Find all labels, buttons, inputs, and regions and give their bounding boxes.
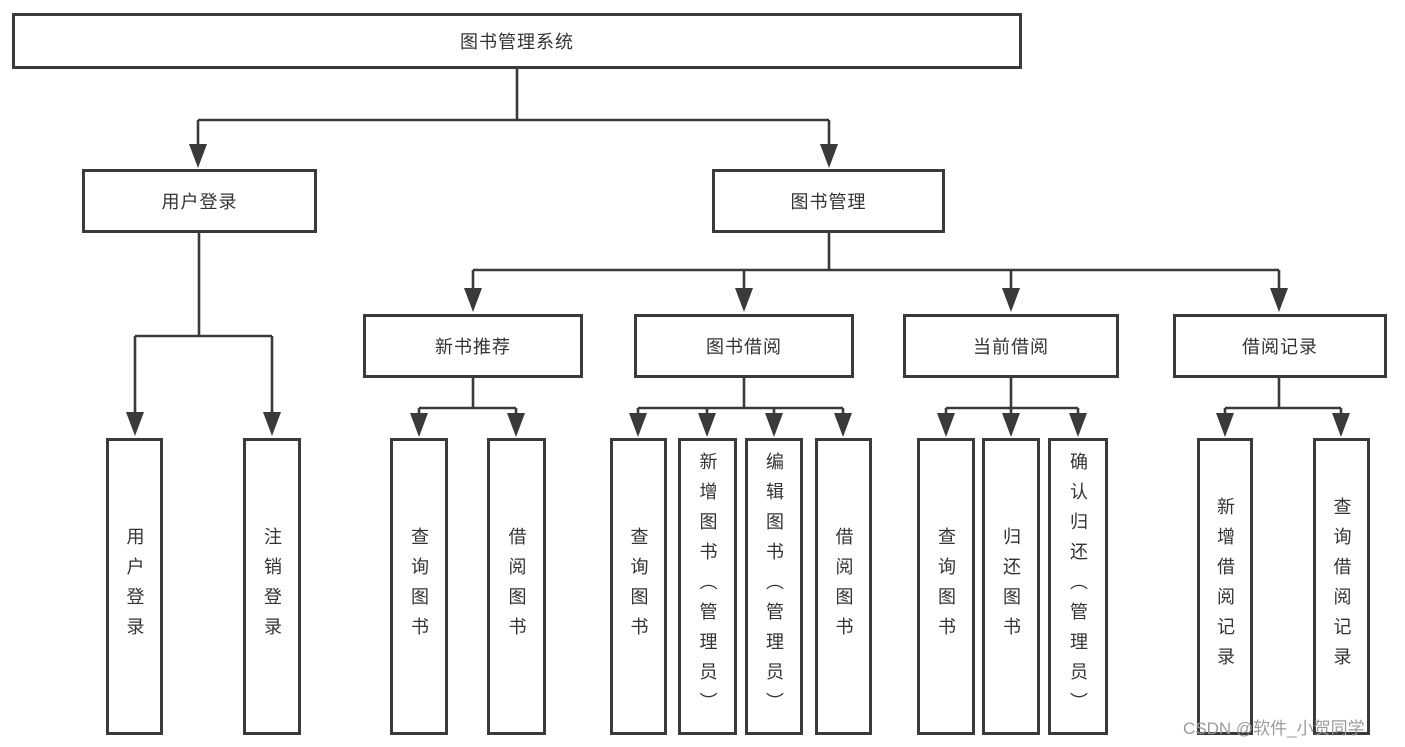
node-label: 图书管理 — [790, 192, 867, 212]
csdn-watermark: CSDN @软件_小贺同学 — [1183, 719, 1365, 738]
node-leaf-logout: 注销登录 — [243, 438, 301, 735]
connector-book-borrowing-to-leaves — [629, 378, 852, 437]
node-label: 新书推荐 — [435, 337, 511, 357]
node-label: 编辑图书（管理员） — [764, 451, 784, 722]
node-borrowing-records: 借阅记录 — [1173, 314, 1387, 378]
node-label: 查询图书 — [936, 526, 956, 647]
node-user-login: 用户登录 — [82, 169, 317, 233]
node-book-borrowing: 图书借阅 — [634, 314, 854, 378]
node-leaf-query-borrow-record: 查询借阅记录 — [1313, 438, 1370, 735]
node-label: 查询图书 — [409, 526, 429, 647]
node-label: 当前借阅 — [973, 337, 1049, 357]
node-leaf-confirm-return-admin: 确认归还（管理员） — [1048, 438, 1108, 735]
node-label: 用户登录 — [124, 526, 145, 647]
node-new-book-recommend: 新书推荐 — [363, 314, 583, 378]
node-label: 借阅记录 — [1242, 337, 1318, 357]
node-book-management: 图书管理 — [712, 169, 945, 233]
node-label: 新增借阅记录 — [1215, 496, 1235, 677]
connector-current-borrowing-to-leaves — [937, 378, 1087, 437]
node-label: 注销登录 — [262, 526, 282, 647]
node-label: 确认归还（管理员） — [1068, 451, 1088, 722]
node-label: 借阅图书 — [506, 526, 527, 647]
node-library-management-system: 图书管理系统 — [12, 13, 1022, 69]
connector-root-to-level2 — [189, 69, 838, 168]
node-label: 借阅图书 — [833, 526, 854, 647]
node-label: 新增图书（管理员） — [697, 451, 718, 722]
connector-new-book-to-leaves — [410, 378, 525, 437]
node-leaf-query-book-current: 查询图书 — [917, 438, 975, 735]
node-label: 用户登录 — [161, 192, 238, 212]
node-leaf-query-book-recommend: 查询图书 — [390, 438, 448, 735]
node-label: 归还图书 — [1001, 526, 1021, 647]
connector-book-mgmt-to-level3 — [464, 233, 1288, 312]
node-current-borrowing: 当前借阅 — [903, 314, 1119, 378]
node-leaf-borrow-book-recommend: 借阅图书 — [487, 438, 546, 735]
connector-borrow-records-to-leaves — [1216, 378, 1350, 437]
connector-user-login-to-leaves — [126, 233, 281, 436]
node-leaf-return-book: 归还图书 — [982, 438, 1040, 735]
node-leaf-borrow-book: 借阅图书 — [815, 438, 872, 735]
node-leaf-user-login: 用户登录 — [106, 438, 163, 735]
node-leaf-add-book-admin: 新增图书（管理员） — [678, 438, 737, 735]
node-label: 查询图书 — [628, 526, 649, 647]
node-leaf-edit-book-admin: 编辑图书（管理员） — [745, 438, 803, 735]
node-label: 图书借阅 — [706, 337, 782, 357]
node-leaf-add-borrow-record: 新增借阅记录 — [1197, 438, 1253, 735]
node-label: 图书管理系统 — [460, 32, 574, 52]
node-label: 查询借阅记录 — [1331, 496, 1352, 677]
node-leaf-query-book-borrowing: 查询图书 — [610, 438, 667, 735]
